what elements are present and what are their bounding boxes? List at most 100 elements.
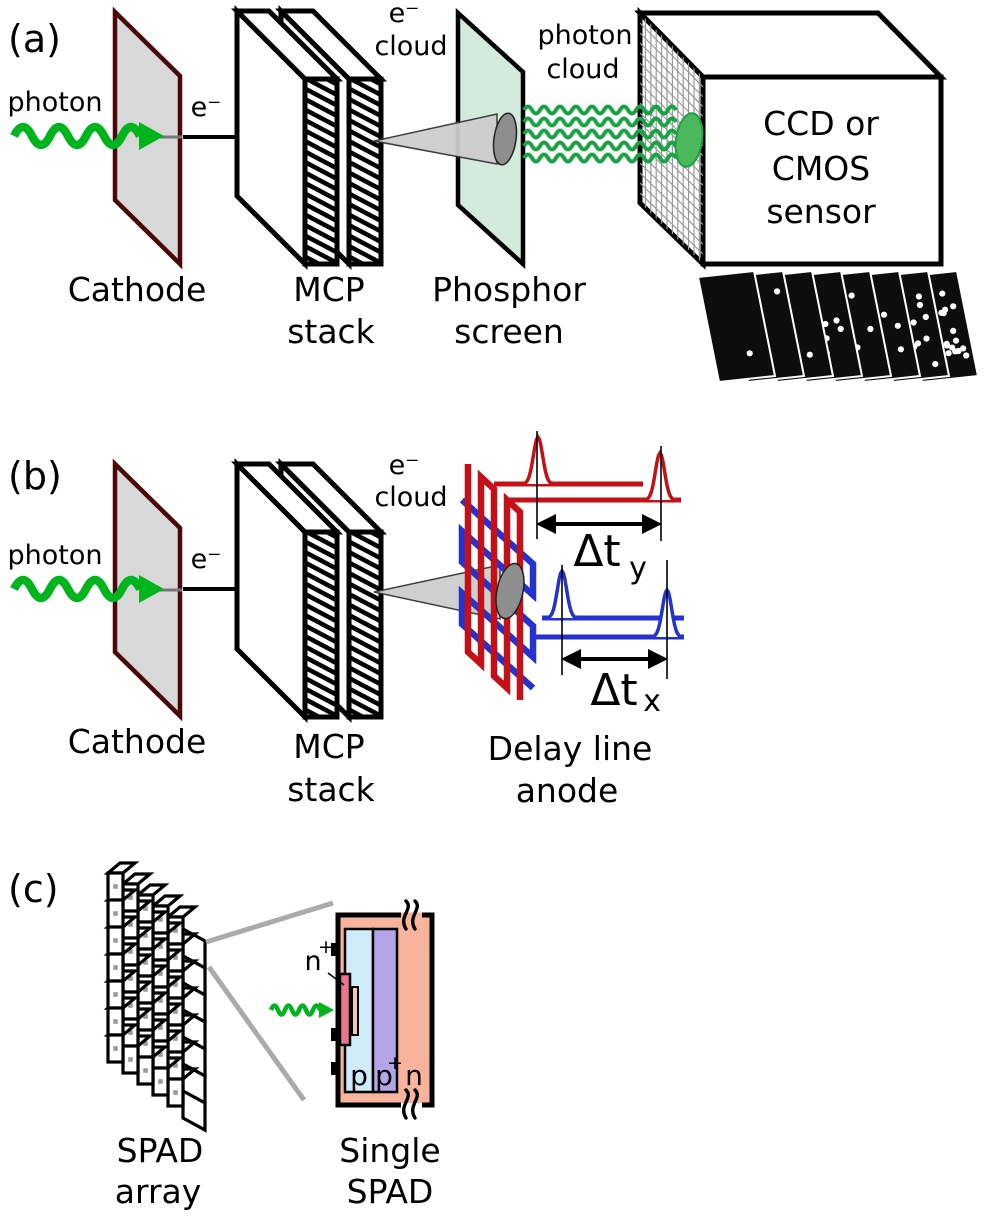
image-frame-stack [696, 269, 980, 384]
spad-cell-dot [143, 1041, 148, 1046]
pixel-grid-lines [640, 18, 703, 261]
electron-label-a: e⁻ [191, 92, 222, 123]
photon-event-dot [945, 350, 952, 357]
spad-cell-dot [173, 955, 178, 960]
spad-cell-dot [173, 1063, 178, 1068]
timing-pulse [521, 433, 555, 486]
spad-cell-dot [113, 992, 118, 997]
break-patch-bottom-inner [401, 1098, 422, 1103]
mcp-channel-hatch [305, 79, 337, 264]
break-squiggle-icon [402, 1088, 410, 1120]
photon-wavy-line [10, 122, 144, 150]
electron-cloud-spot-b [495, 562, 525, 620]
nplus-sup: + [318, 936, 334, 958]
nplus-pointer-line [327, 972, 345, 986]
delay-line-y-wire [464, 464, 524, 700]
panel-a: (a) photon Cathode e⁻ MCP stack e⁻ cloud… [8, 0, 980, 384]
break-squiggle-icon [402, 899, 410, 931]
panel-c: (c) SPAD array n + p p + n Single SPAD [8, 861, 441, 1211]
spad-cell-dot [173, 982, 178, 987]
photon-event-dot [952, 337, 960, 344]
n-region-label: n [405, 1059, 423, 1092]
spad-cell-dot [128, 1030, 133, 1035]
ecloud-label-b1: e⁻ [389, 450, 420, 481]
photon-event-dot [950, 303, 957, 310]
photon-wavy-line [10, 575, 144, 603]
photon-event-dot [963, 352, 970, 359]
sensor-label-3: sensor [766, 192, 876, 231]
photon-event-dot [960, 345, 967, 352]
spad-pplus-region [371, 927, 399, 1094]
photon-event-dot [915, 293, 923, 300]
spad-cell-dot [128, 922, 133, 927]
spad-cell-dot [113, 884, 118, 889]
photon-cloud-spot [674, 112, 704, 168]
photon-event-dot [950, 327, 957, 334]
spad-cell-dot [128, 976, 133, 981]
photon-event-dot [774, 288, 781, 295]
panel-a-tag: (a) [8, 17, 61, 61]
photon-event-dot [867, 325, 874, 333]
cathode-label-b: Cathode [68, 722, 207, 761]
nplus-label: n [304, 946, 321, 977]
photon-event-dot [932, 361, 939, 368]
pplus-sup: + [387, 1052, 403, 1074]
photon-event-dot [940, 310, 947, 317]
photon-event-dot [897, 346, 905, 353]
mcp-channel-hatch [305, 532, 337, 717]
spad-array-label-2: array [115, 1172, 202, 1211]
pplus-region-label: p [375, 1059, 393, 1092]
panel-b: (b) photon Cathode e⁻ MCP stack e⁻ cloud [8, 431, 684, 810]
spad-cell-dot [173, 1090, 178, 1095]
zoom-indicator-line-top [205, 900, 334, 945]
photon-event-dot [916, 301, 924, 309]
photon-cloud-waves [522, 104, 678, 164]
spad-cell-dot [113, 938, 118, 943]
contact-tab [331, 1062, 339, 1075]
spad-cell-dot [143, 1068, 148, 1073]
break-squiggle-icon [411, 899, 419, 931]
photon-event-dot [952, 348, 959, 355]
photon-label-a: photon [8, 87, 103, 118]
spad-cell-dot [143, 987, 148, 992]
photon-event-dot [837, 325, 844, 332]
photon-cloud-wave [522, 152, 678, 164]
electron-cloud-cone-a [373, 113, 498, 165]
photon-event-dot [880, 311, 888, 318]
delta-t-x-sub: x [643, 684, 661, 719]
contact-tab [331, 943, 339, 956]
photon-event-dot [894, 322, 901, 329]
mcp-channel-hatch [349, 79, 381, 264]
delta-t-y-label: Δt [573, 526, 620, 577]
photon-event-dot [848, 292, 855, 299]
ecloud-label-a2: cloud [374, 31, 447, 62]
timing-pulse [643, 449, 677, 502]
spad-nplus-implant [338, 972, 352, 1047]
photon-label-b: photon [8, 540, 103, 571]
p-region-label: p [350, 1059, 368, 1092]
delta-t-x-label: Δt [590, 665, 637, 716]
single-spad-label-2: SPAD [347, 1172, 434, 1211]
cathode-label-a: Cathode [68, 270, 207, 309]
phosphor-label-2: screen [454, 312, 564, 351]
delta-t-y-sub: y [629, 551, 647, 586]
photon-event-dot [910, 319, 917, 326]
photon-arrowhead-icon [139, 575, 164, 603]
delay-anode-label-2: anode [516, 771, 619, 810]
photon-wavy-line [268, 1003, 323, 1017]
spad-cell-dot [158, 917, 163, 922]
image-frame [696, 269, 777, 384]
spad-cell-dot [128, 949, 133, 954]
spad-array-label-1: SPAD [117, 1131, 204, 1170]
break-squiggle-icon [411, 1088, 419, 1120]
spad-cell-dot [173, 1036, 178, 1041]
photon-arrowhead-icon [319, 1002, 334, 1018]
mcp-hatch-b [305, 532, 381, 717]
phosphor-label-1: Phosphor [432, 270, 586, 309]
spad-cell-dot [158, 1052, 163, 1057]
spad-cell-dot [158, 1025, 163, 1030]
photon-event-dot [943, 342, 951, 349]
ecloud-label-a1: e⁻ [389, 0, 420, 29]
